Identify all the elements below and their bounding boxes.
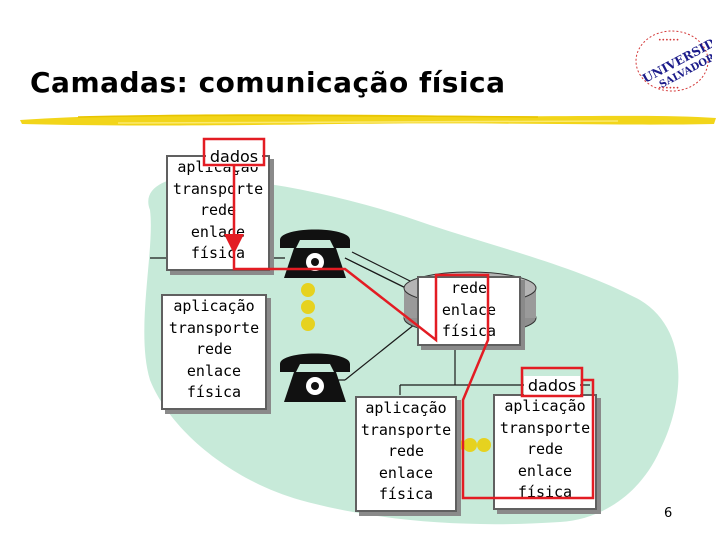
layer-rede: rede: [450, 279, 488, 297]
layer-aplicacao: aplicação: [173, 297, 255, 315]
link-dot: [477, 438, 491, 452]
layer-transporte: transporte: [499, 418, 591, 437]
layer-fisica: física: [190, 244, 246, 263]
layer-enlace: enlace: [441, 300, 497, 319]
layer-aplicacao: aplicação: [365, 399, 447, 417]
layer-transporte: transporte: [360, 420, 452, 439]
layer-fisica: física: [517, 483, 573, 502]
svg-text:••••••: ••••••: [658, 37, 679, 44]
layer-enlace: enlace: [186, 361, 242, 380]
layer-rede: rede: [199, 201, 237, 220]
dados-label-source: dados: [206, 147, 262, 167]
layer-fisica: física: [186, 383, 242, 402]
protocol-stack-router: rede enlace física: [417, 276, 521, 346]
layer-transporte: transporte: [172, 179, 264, 198]
layer-rede: rede: [195, 340, 233, 359]
layer-fisica: física: [378, 485, 434, 504]
dados-label-destination: dados: [524, 376, 580, 396]
layer-transporte: transporte: [168, 318, 260, 337]
university-logo: UNIVERSIDADE SALVADOR •••••• ••••••: [635, 26, 712, 92]
link-dot: [463, 438, 477, 452]
link-dot: [301, 317, 315, 331]
layer-aplicacao: aplicação: [504, 397, 586, 415]
svg-text:••••••: ••••••: [658, 85, 679, 92]
page-number: 6: [664, 506, 673, 521]
layer-fisica: física: [441, 322, 497, 341]
layer-rede: rede: [387, 442, 425, 461]
layer-enlace: enlace: [517, 461, 573, 480]
link-dot: [301, 283, 315, 297]
layer-enlace: enlace: [378, 463, 434, 482]
layer-enlace: enlace: [190, 222, 246, 241]
protocol-stack-host-top-left: aplicação transporte rede enlace física: [166, 155, 270, 271]
link-dot: [301, 300, 315, 314]
protocol-stack-host-bottom-left: aplicação transporte rede enlace física: [161, 294, 267, 410]
protocol-stack-host-bottom-right: aplicação transporte rede enlace física: [493, 394, 597, 510]
slide-title: Camadas: comunicação física: [30, 66, 506, 99]
layer-rede: rede: [526, 440, 564, 459]
protocol-stack-host-bottom-center: aplicação transporte rede enlace física: [355, 396, 457, 512]
title-brush-underline: [20, 114, 716, 126]
